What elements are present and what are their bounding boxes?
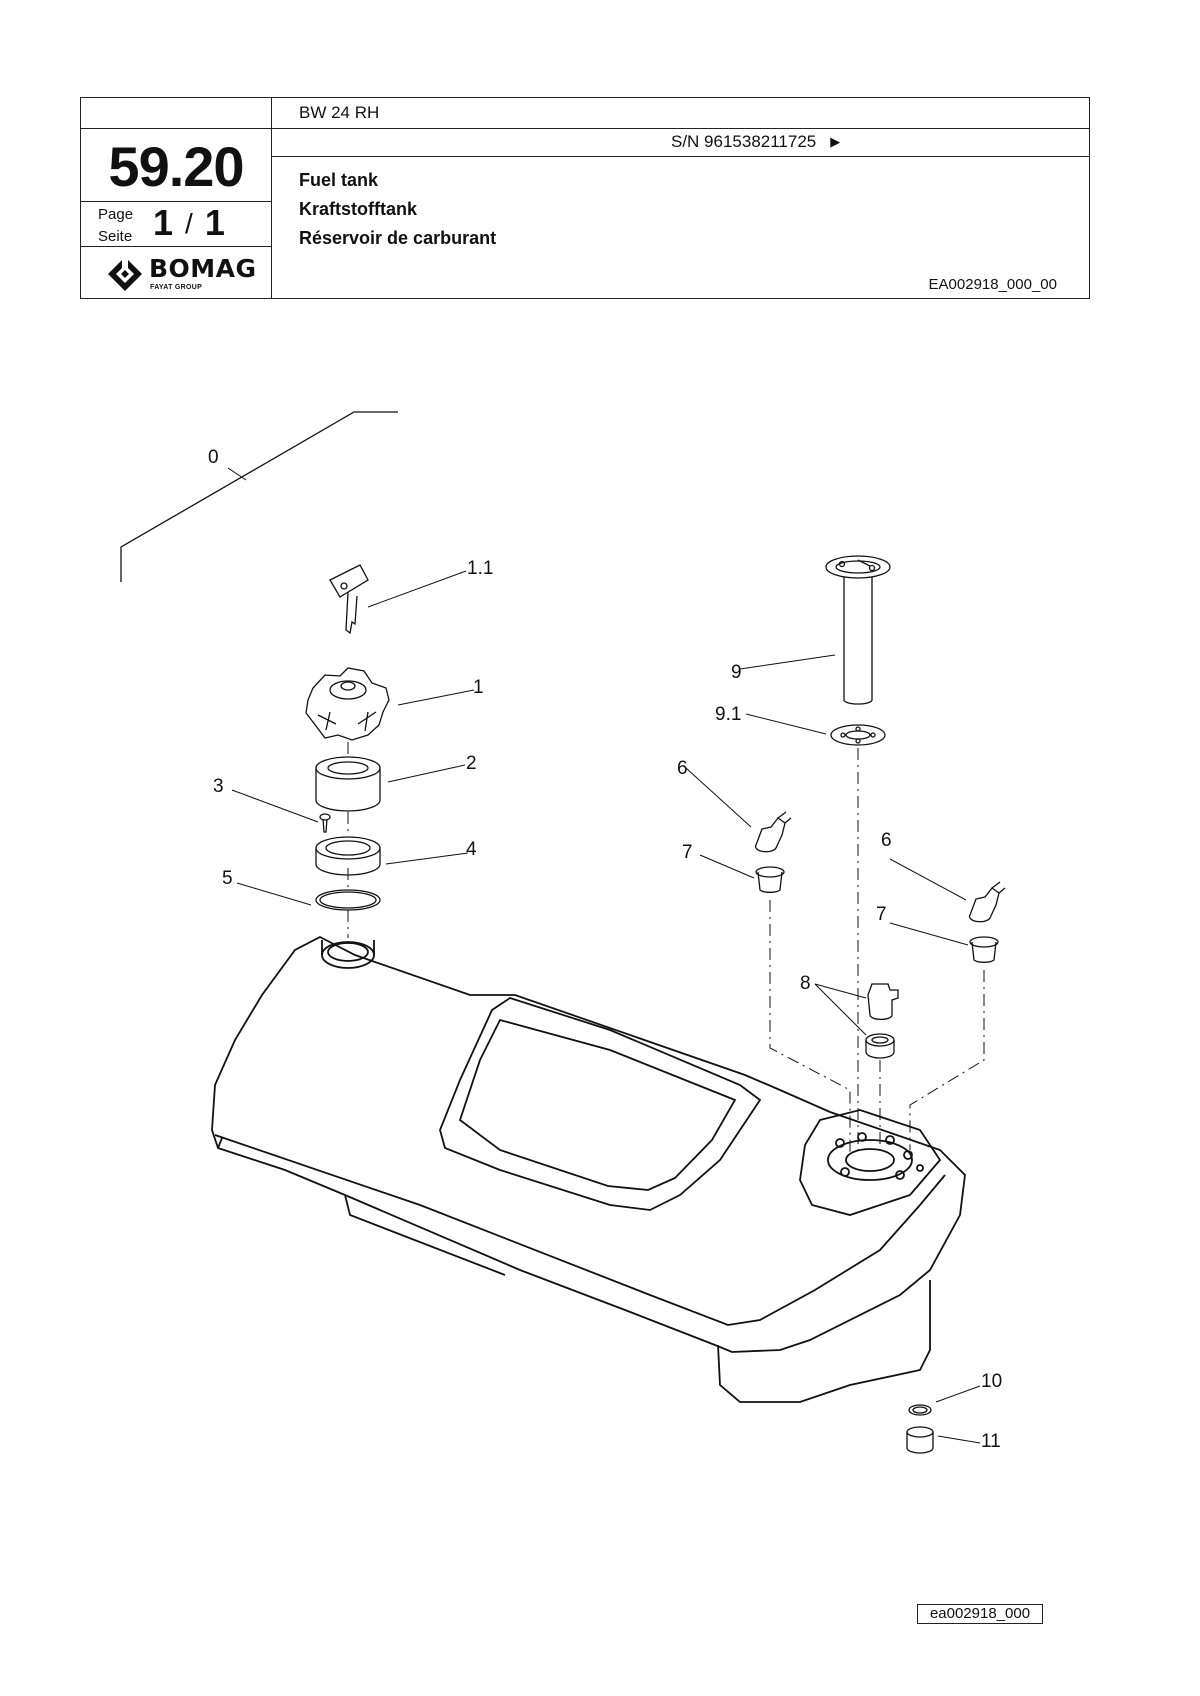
page-slash: / [185, 208, 193, 239]
image-code: ea002918_000 [917, 1604, 1043, 1624]
title-german: Kraftstofftank [299, 199, 418, 219]
drain-seal [908, 1404, 932, 1416]
callout-1-1: 1.1 [467, 558, 493, 579]
logo-text: BOMAG [149, 254, 257, 283]
hose-elbow-left [754, 811, 792, 853]
page-counter: 1 / 1 [153, 202, 225, 244]
fuel-level-sender [825, 555, 891, 705]
callout-3: 3 [213, 776, 224, 797]
logo-subtext: FAYAT GROUP [150, 284, 203, 291]
fuel-tank [211, 935, 966, 1403]
callout-9-1: 9.1 [715, 704, 741, 725]
page-total: 1 [204, 202, 225, 243]
title-french: Réservoir de carburant [299, 228, 497, 248]
callout-9: 9 [731, 662, 742, 683]
header-frame: 59.20 Page Seite 1 / 1 BOMAG FAYAT GROUP B… [80, 97, 1090, 299]
drain-plug [906, 1426, 934, 1454]
callout-0: 0 [208, 447, 219, 468]
callout-1: 1 [473, 677, 484, 698]
serial-text: S/N 961538211725 [671, 132, 817, 151]
key-part [329, 564, 369, 635]
adapter-ring [315, 756, 381, 812]
header-rule [271, 128, 1089, 129]
bomag-logo-icon [108, 257, 142, 291]
callout-7-right: 7 [876, 904, 887, 925]
section-number: 59.20 [108, 135, 244, 198]
bomag-logo: BOMAG FAYAT GROUP [105, 254, 257, 296]
callout-7-left: 7 [682, 842, 693, 863]
page-label-de: Seite [98, 228, 133, 245]
callout-4: 4 [466, 839, 477, 860]
serial-number: S/N 961538211725 ▶ [671, 132, 840, 152]
page-label-en: Page [98, 206, 134, 223]
breather-valve [865, 983, 899, 1059]
callout-6-right: 6 [881, 830, 892, 851]
header-rule [271, 156, 1089, 157]
callout-6-left: 6 [677, 758, 688, 779]
rivet [319, 813, 331, 833]
play-arrow-icon: ▶ [830, 134, 841, 149]
sender-gasket [830, 724, 886, 746]
callout-11: 11 [981, 1431, 1001, 1452]
page-current: 1 [153, 202, 174, 243]
grommet-right [969, 936, 999, 963]
machine-model: BW 24 RH [299, 103, 380, 122]
o-ring [315, 889, 381, 911]
drawing-code: EA002918_000_00 [928, 276, 1057, 293]
callout-10: 10 [981, 1371, 1002, 1392]
header-divider [271, 98, 272, 298]
title-english: Fuel tank [299, 170, 379, 190]
callout-2: 2 [466, 753, 477, 774]
header-rule [81, 201, 271, 202]
header-rule [81, 128, 271, 129]
header-rule [81, 246, 271, 247]
hose-elbow-right [968, 881, 1006, 923]
callout-5: 5 [222, 868, 233, 889]
callout-8: 8 [800, 973, 811, 994]
grommet-left [755, 866, 785, 893]
filler-cap [305, 667, 390, 741]
